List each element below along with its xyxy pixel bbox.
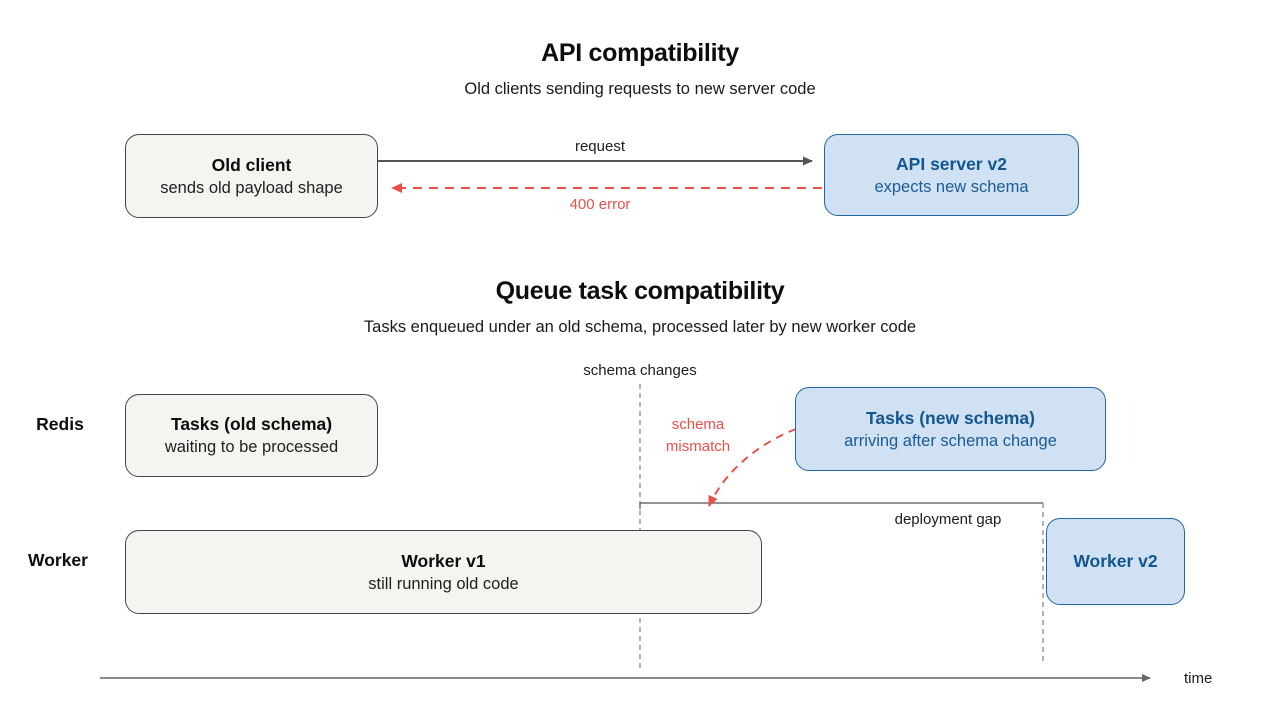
worker-v1-title: Worker v1 [401,550,486,571]
tasks-new-node: Tasks (new schema) arriving after schema… [795,387,1106,471]
old-client-subtitle: sends old payload shape [160,178,343,197]
redis-lane-label: Redis [36,414,84,434]
api-server-node: API server v2 expects new schema [824,134,1079,216]
api-server-subtitle: expects new schema [874,177,1029,196]
tasks-new-subtitle: arriving after schema change [844,431,1057,450]
schema-mismatch-arrow [708,428,797,507]
api-section-title: API compatibility [541,39,739,67]
queue-section-title: Queue task compatibility [495,277,785,305]
deployment-gap-bracket [639,502,1043,509]
api-server-title: API server v2 [896,153,1007,174]
worker-lane-label: Worker [28,550,88,570]
old-client-node: Old client sends old payload shape [125,134,378,218]
worker-v1-subtitle: still running old code [368,574,519,593]
old-client-title: Old client [211,154,292,175]
tasks-old-node: Tasks (old schema) waiting to be process… [125,394,378,477]
deployment-gap-label: deployment gap [894,511,1002,528]
worker-v1-node: Worker v1 still running old code [125,530,762,614]
tasks-old-title: Tasks (old schema) [170,414,333,434]
time-axis-label: time [1184,670,1213,687]
worker-v2-node: Worker v2 [1046,518,1185,605]
schema-mismatch-label: schema mismatch [665,416,731,455]
queue-section-subtitle: Tasks enqueued under an old schema, proc… [363,318,917,336]
schema-changes-label: schema changes [583,362,697,379]
request-arrow-label: request [574,138,626,155]
api-section-subtitle: Old clients sending requests to new serv… [464,80,816,98]
tasks-new-title: Tasks (new schema) [866,407,1035,428]
worker-v2-title: Worker v2 [1073,551,1158,571]
error-arrow-label: 400 error [569,196,631,213]
tasks-old-subtitle: waiting to be processed [164,438,339,456]
